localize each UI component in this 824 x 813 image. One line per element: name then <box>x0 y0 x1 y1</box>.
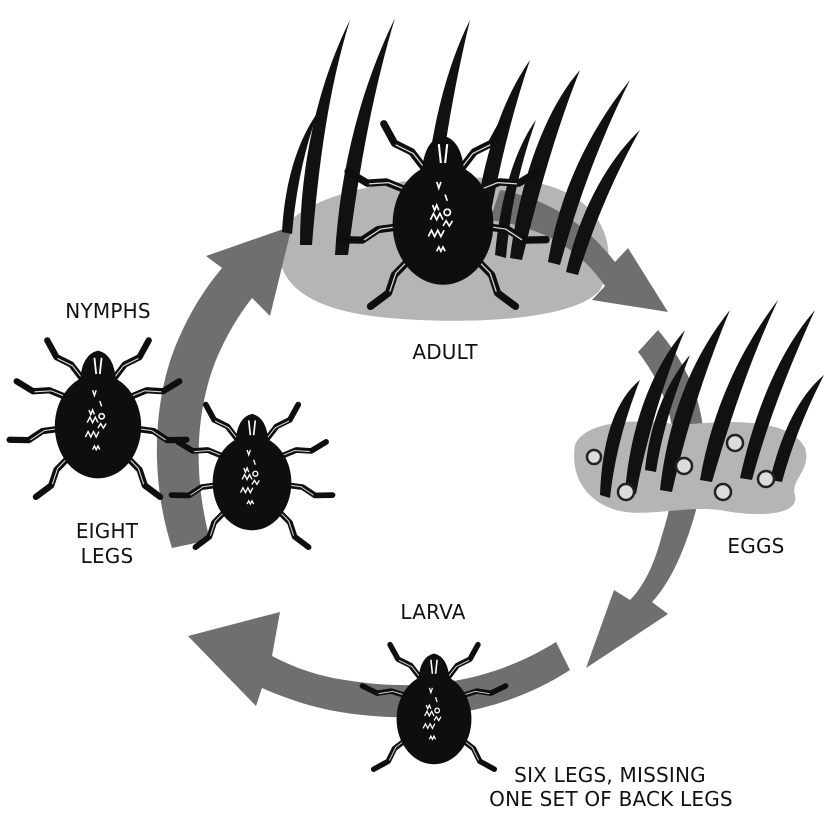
label-adult: ADULT <box>405 339 485 365</box>
label-nymph-note-line1: EIGHT <box>62 518 152 544</box>
egg <box>587 450 601 464</box>
egg <box>758 471 774 487</box>
egg <box>618 484 634 500</box>
label-larva-note-line1: SIX LEGS, MISSING <box>480 762 740 788</box>
egg <box>727 435 743 451</box>
label-larva: LARVA <box>388 599 478 625</box>
label-eggs: EGGS <box>716 533 796 559</box>
label-larva-note-line2: ONE SET OF BACK LEGS <box>466 786 756 812</box>
label-nymphs: NYMPHS <box>48 298 168 324</box>
egg <box>676 458 692 474</box>
arrow-larva-to-nymphs <box>188 612 570 717</box>
egg <box>715 484 731 500</box>
label-nymph-note-line2: LEGS <box>62 543 152 569</box>
